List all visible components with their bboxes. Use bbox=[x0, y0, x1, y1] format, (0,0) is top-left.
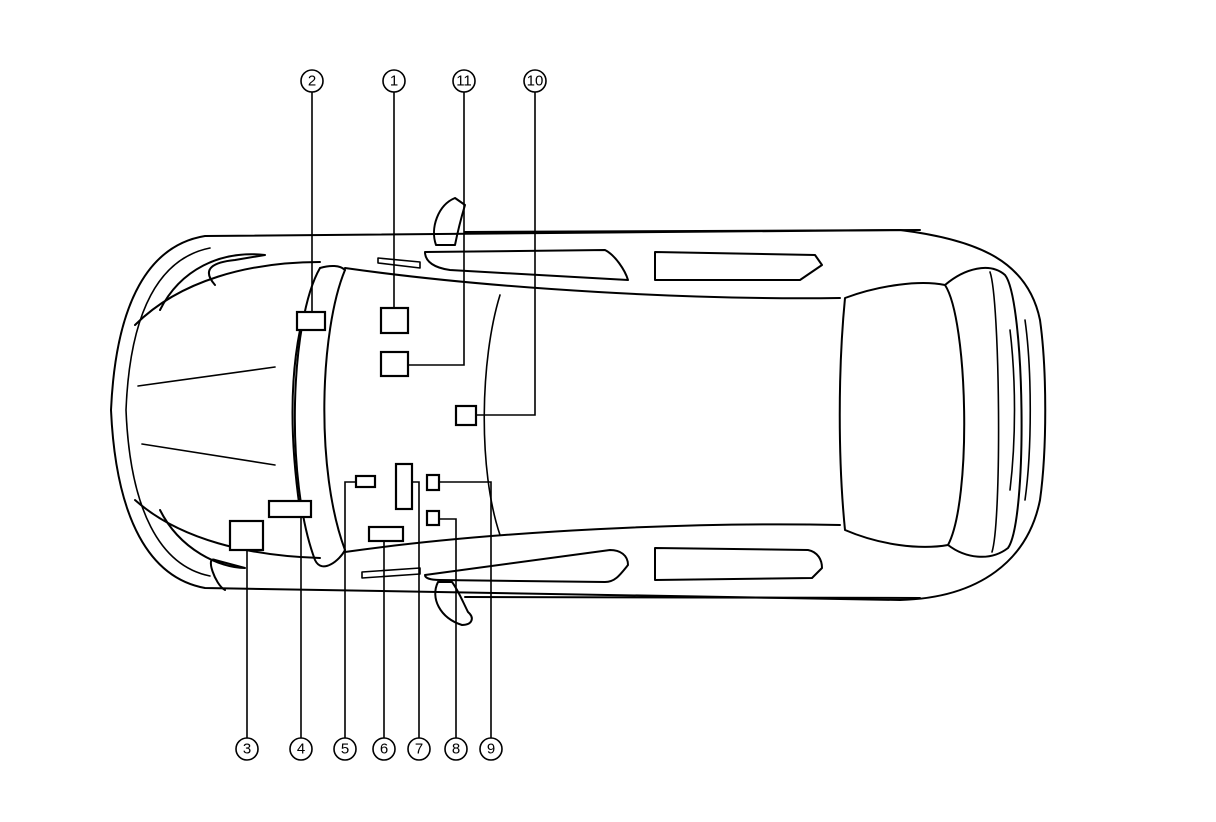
svg-text:11: 11 bbox=[456, 73, 472, 90]
svg-text:6: 6 bbox=[380, 741, 388, 758]
front-fenders bbox=[134, 253, 321, 591]
leader-7 bbox=[412, 481, 420, 738]
leader-11 bbox=[408, 92, 465, 366]
svg-text:10: 10 bbox=[527, 73, 544, 90]
component-10 bbox=[454, 404, 478, 427]
component-5 bbox=[354, 474, 377, 489]
svg-text:1: 1 bbox=[390, 73, 398, 90]
component-1 bbox=[379, 306, 410, 335]
rear-window bbox=[838, 267, 1023, 558]
leader-9 bbox=[439, 481, 492, 738]
component-8 bbox=[425, 509, 441, 527]
svg-text:4: 4 bbox=[297, 741, 305, 758]
callout-5: 5 bbox=[333, 737, 357, 761]
callout-9: 9 bbox=[479, 737, 503, 761]
callout-6: 6 bbox=[372, 737, 396, 761]
component-4 bbox=[267, 499, 313, 519]
car-body-outline bbox=[110, 229, 1047, 601]
svg-text:3: 3 bbox=[243, 741, 251, 758]
component-6 bbox=[367, 525, 405, 543]
leader-lines bbox=[246, 92, 536, 738]
component-11 bbox=[379, 350, 410, 378]
callout-10: 10 bbox=[523, 69, 547, 93]
side-windows bbox=[361, 249, 823, 583]
svg-text:5: 5 bbox=[341, 741, 349, 758]
svg-text:7: 7 bbox=[415, 741, 423, 758]
leader-10 bbox=[476, 92, 536, 416]
callout-1: 1 bbox=[382, 69, 406, 93]
component-3 bbox=[228, 519, 265, 552]
svg-text:8: 8 bbox=[452, 741, 460, 758]
svg-text:2: 2 bbox=[308, 73, 316, 90]
callout-11: 11 bbox=[452, 69, 476, 93]
side-mirrors bbox=[433, 197, 921, 626]
hood-lines bbox=[137, 366, 276, 466]
callout-2: 2 bbox=[300, 69, 324, 93]
leader-5 bbox=[344, 481, 356, 738]
svg-text:9: 9 bbox=[487, 741, 495, 758]
callout-8: 8 bbox=[444, 737, 468, 761]
callout-3: 3 bbox=[235, 737, 259, 761]
callout-4: 4 bbox=[289, 737, 313, 761]
callouts: 1 2 3 4 5 6 7 8 bbox=[235, 69, 547, 761]
callout-7: 7 bbox=[407, 737, 431, 761]
component-2 bbox=[295, 310, 327, 332]
component-9 bbox=[425, 473, 441, 492]
leader-8 bbox=[439, 518, 457, 738]
component-7 bbox=[394, 462, 414, 511]
components bbox=[228, 306, 478, 552]
